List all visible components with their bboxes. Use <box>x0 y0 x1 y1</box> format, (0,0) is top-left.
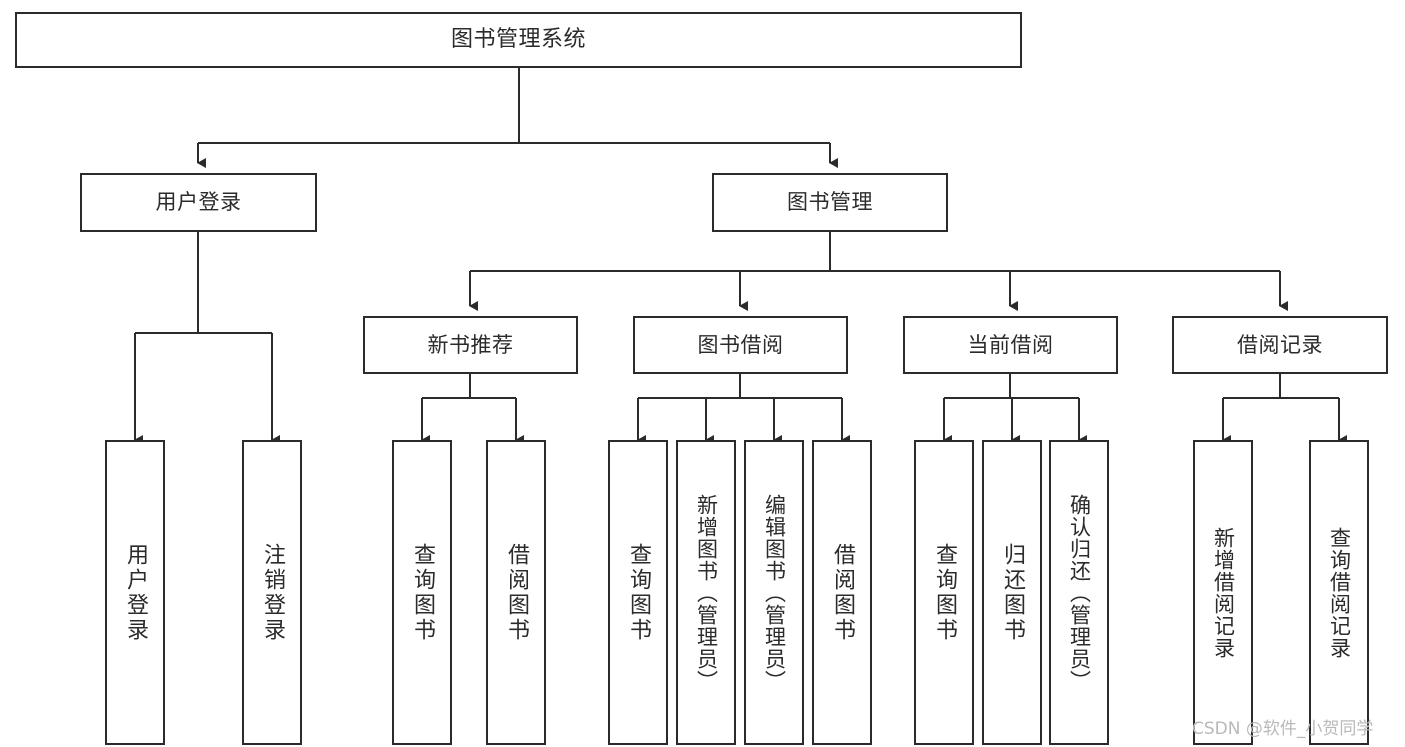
node-label: 图书管理 <box>787 190 873 215</box>
leaf-query-borrow-record[interactable]: 查询借阅记录 <box>1309 440 1369 745</box>
leaf-confirm-return-admin[interactable]: 确认归还（管理员） <box>1049 440 1109 745</box>
leaf-add-borrow-record[interactable]: 新增借阅记录 <box>1193 440 1253 745</box>
node-current-borrowing[interactable]: 当前借阅 <box>903 316 1118 374</box>
node-label: 当前借阅 <box>967 332 1054 357</box>
leaf-query-book-borrowing[interactable]: 查询图书 <box>608 440 668 745</box>
node-label: 用户登录 <box>123 542 148 643</box>
node-user-login[interactable]: 用户登录 <box>80 173 317 232</box>
node-label: 确认归还（管理员） <box>1067 493 1092 692</box>
leaf-edit-book-admin[interactable]: 编辑图书（管理员） <box>744 440 804 745</box>
node-new-book-recommendation[interactable]: 新书推荐 <box>363 316 578 374</box>
leaf-add-book-admin[interactable]: 新增图书（管理员） <box>676 440 736 745</box>
node-book-management[interactable]: 图书管理 <box>712 173 948 232</box>
node-label: 图书管理系统 <box>450 27 586 53</box>
leaf-return-book[interactable]: 归还图书 <box>982 440 1042 745</box>
node-label: 查询图书 <box>410 542 435 643</box>
leaf-query-book-current-borrow[interactable]: 查询图书 <box>914 440 974 745</box>
node-label: 新增借阅记录 <box>1211 526 1236 659</box>
node-label: 新增图书（管理员） <box>694 493 719 692</box>
leaf-logout[interactable]: 注销登录 <box>242 440 302 745</box>
node-label: 用户登录 <box>155 190 242 215</box>
node-label: 图书借阅 <box>697 332 784 357</box>
node-label: 新书推荐 <box>427 332 514 357</box>
node-label: 借阅图书 <box>504 542 529 643</box>
node-label: 查询借阅记录 <box>1327 526 1352 659</box>
node-label: 编辑图书（管理员） <box>762 493 787 692</box>
node-borrowing-record[interactable]: 借阅记录 <box>1172 316 1388 374</box>
leaf-query-book-new-book-rec[interactable]: 查询图书 <box>392 440 452 745</box>
node-label: 归还图书 <box>1000 542 1025 643</box>
leaf-borrow-book-new-book-rec[interactable]: 借阅图书 <box>486 440 546 745</box>
node-label: 借阅记录 <box>1237 332 1323 357</box>
node-label: 借阅图书 <box>830 542 855 643</box>
node-book-borrowing[interactable]: 图书借阅 <box>633 316 848 374</box>
node-root-book-management-system[interactable]: 图书管理系统 <box>15 12 1022 68</box>
leaf-borrow-book-borrowing[interactable]: 借阅图书 <box>812 440 872 745</box>
leaf-user-login[interactable]: 用户登录 <box>105 440 165 745</box>
node-label: 注销登录 <box>260 542 285 643</box>
csdn-watermark: CSDN @软件_小贺同学 <box>1192 719 1374 739</box>
node-label: 查询图书 <box>932 542 957 643</box>
node-label: 查询图书 <box>626 542 651 643</box>
